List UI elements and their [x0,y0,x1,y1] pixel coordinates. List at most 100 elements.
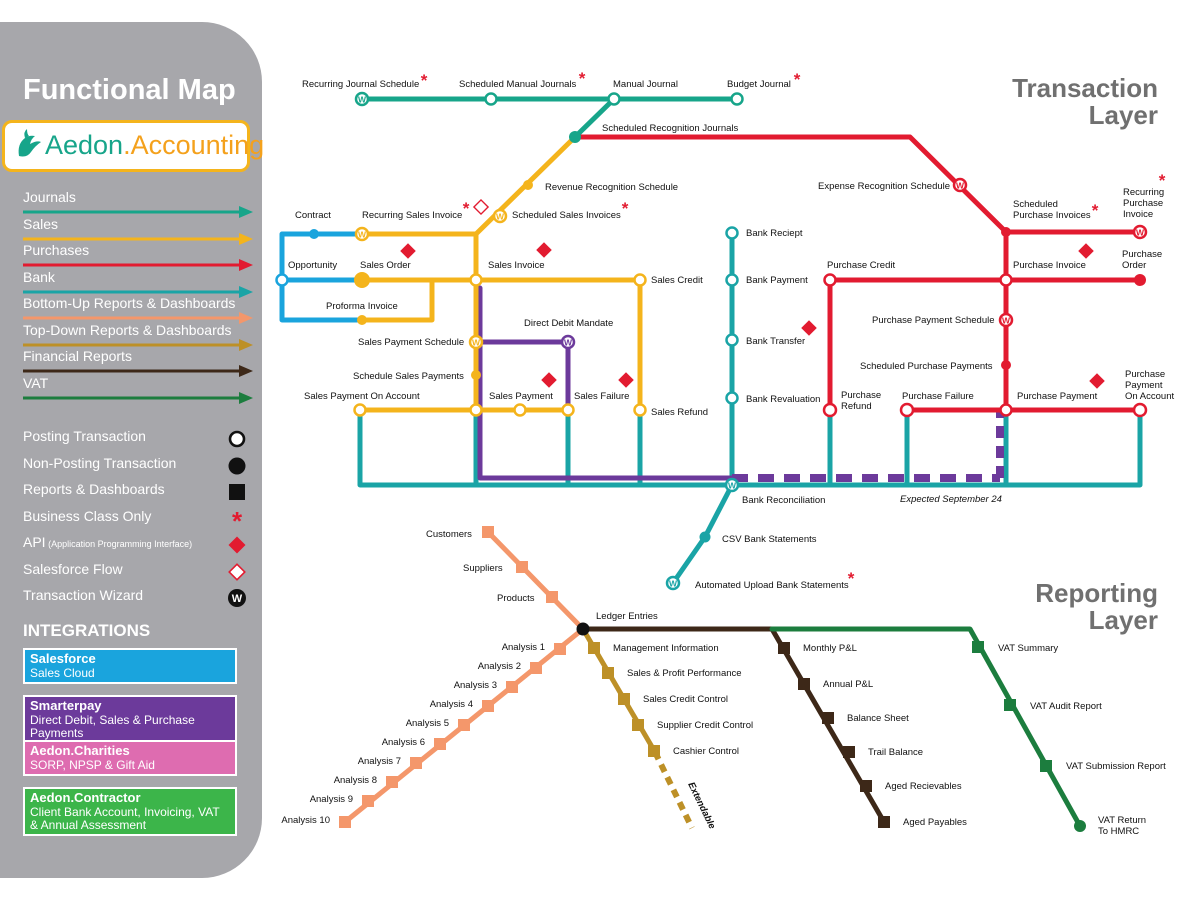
station-label: VAT Submission Report [1066,761,1166,772]
station-label: Analysis 5 [406,718,449,729]
filled-square-icon [229,484,245,500]
posting-station [469,403,483,417]
station-label: Bank Reconciliation [742,495,825,506]
arrow-right-icon [23,312,253,324]
report-station [506,681,518,693]
wizard-w-icon: W [669,578,678,588]
business-class-asterisk-icon: * [622,199,629,218]
legend-line-label: Sales [23,215,59,232]
legend-line-journals: Journals [23,189,253,218]
bird-logo-icon [18,129,41,157]
integration-subtitle: Direct Debit, Sales & Purchase Payments [30,712,195,740]
station-label: Sales Payment [489,391,553,402]
station-label: Customers [426,529,472,540]
non-posting-station [1074,820,1086,832]
logo-dot: . [123,130,131,160]
arrow-right-icon [23,232,253,245]
non-posting-station [1001,360,1011,370]
posting-station [484,92,498,106]
smarterpay-line [477,285,735,481]
legend-line-label: VAT [23,374,49,391]
station-label: Purchase [841,390,881,401]
station-label: On Account [1125,391,1174,402]
station-label: Expected September 24 [900,494,1002,505]
sales-trunk-line [473,134,578,413]
report-station [530,662,542,674]
station-label: Supplier Credit Control [657,720,753,731]
station-label: Refund [841,401,872,412]
station-label: Manual Journal [613,79,678,90]
posting-station [725,333,739,347]
station-label: Purchase [1123,198,1163,209]
report-station [648,745,660,757]
station-label: Expense Recognition Schedule [818,181,950,192]
station-label: Analysis 2 [478,661,521,672]
report-station [822,712,834,724]
wizard-station [998,312,1014,328]
wizard-station [560,334,576,350]
legend-symbol-label: API (Application Programming Interface) [23,534,193,550]
wizard-w-icon: W [1136,227,1145,237]
station-label: Purchase Invoices [1013,210,1091,221]
wizard-station [1132,224,1148,240]
station-label: Analysis 6 [382,737,425,748]
station-label: Scheduled Sales Invoices [512,210,621,221]
posting-station [823,273,837,287]
legend-symbol-row: Posting Transaction [23,428,248,450]
station-label: Scheduled Manual Journals [459,79,576,90]
integration-subtitle: Sales Cloud [30,665,95,680]
station-label: Contract [295,210,331,221]
api-diamond-icon [1078,243,1094,259]
station-label: Purchase Payment Schedule [872,315,995,326]
report-station [339,816,351,828]
arrow-right-icon [23,338,253,351]
arrow-right-icon [23,206,253,218]
transaction-layer-subtitle: Layer [1089,100,1158,130]
journals-branch [572,96,617,140]
api-diamond-icon [400,243,416,259]
non-posting-station [354,272,370,288]
station-label: Purchase Credit [827,260,895,271]
posting-station [725,391,739,405]
integration-subtitle: Client Bank Account, Invoicing, VAT & An… [30,804,220,832]
api-diamond-icon [541,372,557,388]
station-label: Sales Credit Control [643,694,728,705]
legend-symbol-row: API (Application Programming Interface) [23,534,248,556]
business-class-asterisk-icon: * [579,69,586,88]
station-label: Budget Journal [727,79,791,90]
legend-line-bottom-up-reports-dashboards: Bottom-Up Reports & Dashboards [23,295,253,324]
station-label: Proforma Invoice [326,301,398,312]
station-label: Purchase [1125,369,1165,380]
station-label: Suppliers [463,563,503,574]
station-label: Annual P&L [823,679,873,690]
non-posting-station [699,531,711,543]
report-station [554,643,566,655]
sales-proforma-line [359,277,435,323]
posting-station [1132,402,1148,418]
report-station [878,816,890,828]
vat-line [769,626,1083,829]
station-label: Opportunity [288,260,337,271]
integration-title: Smarterpay [30,698,102,713]
wizard-w-icon: W [358,94,367,104]
posting-station [725,226,739,240]
posting-station [633,273,647,287]
report-station [1040,760,1052,772]
station-label: Analysis 3 [454,680,497,691]
legend-symbol-label: Non-Posting Transaction [23,454,177,471]
station-label: Bank Payment [746,275,808,286]
svg-text:W: W [232,593,243,605]
report-station [482,700,494,712]
legend-line-sales: Sales [23,215,253,245]
report-station [546,591,558,603]
station-label: Recurring Journal Schedule [302,79,419,90]
report-station [386,776,398,788]
station-label: Products [497,593,535,604]
legend-symbol-row: Salesforce Flow [23,561,248,583]
station-label: Ledger Entries [596,611,658,622]
